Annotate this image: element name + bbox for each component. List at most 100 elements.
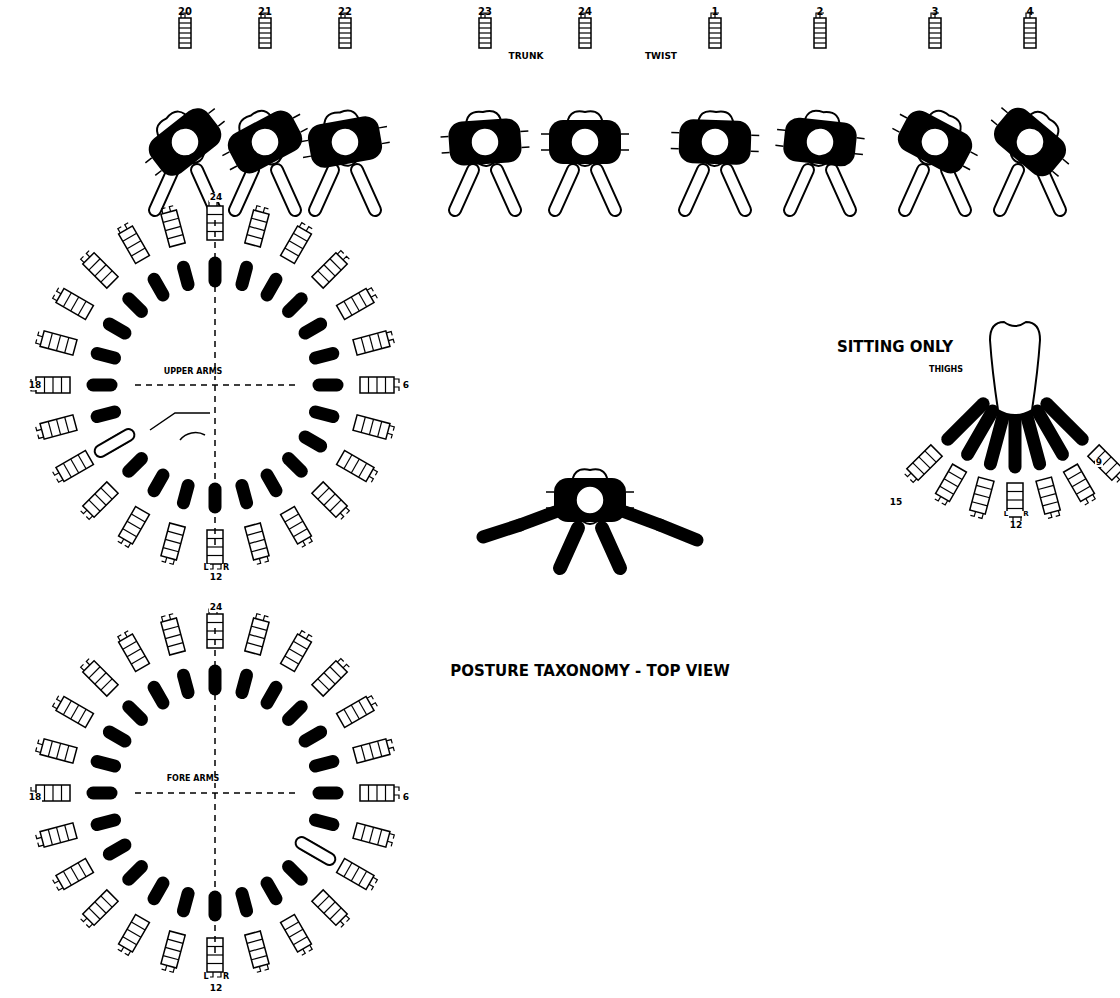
limb-pill-highlight xyxy=(685,170,703,210)
line-stroke xyxy=(1007,499,1023,500)
path-stroke xyxy=(775,129,864,154)
body-figure xyxy=(885,94,988,184)
rect-stroke xyxy=(312,661,347,696)
rect-stroke xyxy=(678,119,751,165)
path-stroke xyxy=(118,223,131,233)
posture-code-ladder xyxy=(353,738,395,764)
line-stroke xyxy=(972,502,987,506)
posture-code-ladder xyxy=(360,785,399,801)
diagram-label: 4 xyxy=(1027,7,1034,17)
rect-stroke xyxy=(56,289,93,320)
posture-code-ladder xyxy=(79,249,118,288)
line-stroke xyxy=(165,226,180,230)
posture-code-ladder xyxy=(339,13,351,48)
rect-stroke xyxy=(245,618,269,655)
rect-stroke xyxy=(549,120,621,164)
line-stroke xyxy=(251,218,266,222)
posture-code-ladder xyxy=(1036,477,1062,519)
limb-pill xyxy=(242,675,247,692)
limb-pill xyxy=(97,353,114,358)
diagram-label: SITTING ONLY xyxy=(837,340,953,355)
posture-code-ladder xyxy=(1088,445,1120,484)
posture-code-ladder xyxy=(337,859,379,892)
posture-code-ladder xyxy=(79,657,118,696)
path-stroke xyxy=(367,288,377,301)
line-stroke xyxy=(207,546,223,547)
rect-stroke xyxy=(814,18,826,48)
rect-stroke xyxy=(40,415,77,439)
line-stroke xyxy=(247,939,262,943)
line-stroke xyxy=(95,265,106,276)
path-stroke xyxy=(256,556,269,564)
path-stroke xyxy=(1113,470,1120,482)
rect-stroke xyxy=(1064,464,1095,501)
line-stroke xyxy=(168,531,183,535)
line-stroke xyxy=(131,922,145,930)
limb-pill-highlight xyxy=(497,170,515,210)
line-stroke xyxy=(289,929,303,937)
limb-pill-highlight xyxy=(727,170,745,210)
posture-code-ladder xyxy=(79,482,118,521)
line-stroke xyxy=(259,42,271,43)
circle-stroke xyxy=(571,128,599,156)
line-stroke xyxy=(339,42,351,43)
path-stroke xyxy=(1082,495,1095,505)
line-stroke xyxy=(259,22,271,23)
path-stroke xyxy=(394,787,399,799)
posture-code-ladder xyxy=(353,823,395,849)
diagram-label: 18 xyxy=(28,381,43,390)
posture-code-ladder xyxy=(312,657,351,696)
line-stroke xyxy=(165,634,180,638)
diagram-label: 20 xyxy=(178,7,192,17)
line-stroke xyxy=(289,241,303,249)
line-stroke xyxy=(289,649,303,657)
diagram-label: 24 xyxy=(209,193,224,202)
posture-code-ladder xyxy=(245,931,271,973)
posture-code-ladder xyxy=(245,613,271,655)
line-stroke xyxy=(179,22,191,23)
limb-pill-highlight xyxy=(455,170,473,210)
path-stroke xyxy=(81,915,93,927)
line-stroke xyxy=(378,333,382,348)
diagram-label: FORE ARMS xyxy=(166,775,221,783)
circle-stroke xyxy=(246,123,284,161)
circle-stroke xyxy=(576,486,604,514)
line-stroke xyxy=(359,701,367,715)
rect-stroke xyxy=(579,18,591,48)
diagram-label: 21 xyxy=(258,7,272,17)
limb-pill xyxy=(455,170,473,210)
path-stroke xyxy=(36,740,44,753)
limb-pill xyxy=(97,761,114,766)
limb-pill xyxy=(948,404,983,439)
path-stroke xyxy=(367,696,377,709)
line-stroke xyxy=(163,626,178,630)
rect-stroke xyxy=(1024,18,1036,48)
rect-stroke xyxy=(56,451,93,482)
limb-pill-highlight xyxy=(555,170,573,210)
rect-stroke xyxy=(554,478,626,522)
rect-stroke xyxy=(119,507,150,544)
diagram-label: 15 xyxy=(889,498,904,507)
limb-pill xyxy=(235,170,253,210)
line-stroke xyxy=(378,741,382,756)
limb-pill xyxy=(1009,417,1022,467)
line-stroke xyxy=(814,22,826,23)
line-stroke xyxy=(127,521,141,529)
path-stroke xyxy=(36,332,44,345)
line-stroke xyxy=(369,335,373,350)
limb-pill xyxy=(242,893,247,910)
path-stroke xyxy=(53,877,63,890)
line-stroke xyxy=(207,954,223,955)
limb-pill xyxy=(483,525,520,537)
line-stroke xyxy=(814,42,826,43)
line-stroke xyxy=(78,863,86,877)
line-stroke xyxy=(293,529,307,537)
line-stroke xyxy=(168,939,183,943)
diagram-label: 12 xyxy=(209,984,224,993)
limb-pill xyxy=(154,687,163,703)
limb-pill xyxy=(97,412,114,417)
path-stroke xyxy=(970,511,983,519)
line-stroke xyxy=(207,555,223,556)
rect-stroke xyxy=(929,18,941,48)
line-stroke xyxy=(976,485,991,489)
